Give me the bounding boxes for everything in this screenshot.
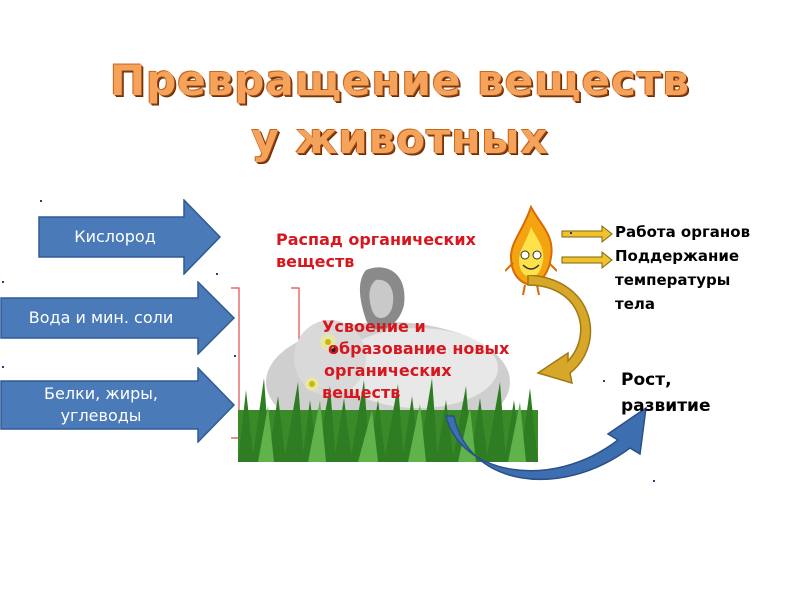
rabbit-ear-inner xyxy=(369,279,394,319)
assimilation-text-line-2: образование новых xyxy=(328,339,510,358)
flower-2-center xyxy=(309,381,315,387)
rabbit-illustration xyxy=(238,267,538,462)
growth-output: Рост, развитие xyxy=(621,367,710,419)
energy-arrow-2 xyxy=(561,250,613,270)
growth-line-2: развитие xyxy=(621,396,711,416)
title-line-1: Превращение веществ xyxy=(110,56,690,105)
flower-1-center xyxy=(325,339,331,345)
water-label: Вода и мин. соли xyxy=(28,308,174,327)
flame-mouth xyxy=(522,264,540,270)
gold-curved-arrow xyxy=(527,275,592,385)
breakdown-text: Распад органических веществ xyxy=(276,229,476,273)
assimilation-text: Усвоение и образование новых органически… xyxy=(322,316,509,404)
flame-inner xyxy=(519,227,544,277)
assimilation-text-line-3: органических xyxy=(324,361,452,380)
blue-curved-arrow-shape xyxy=(445,406,647,480)
flame-eye-left xyxy=(520,250,530,260)
nutrients-label-line-1: Белки, жиры, xyxy=(44,384,158,403)
dot-5 xyxy=(234,355,236,357)
energy-outputs: Работа органов Поддержание температуры т… xyxy=(615,220,750,316)
flame-arms xyxy=(505,262,557,272)
oxygen-arrow: Кислород xyxy=(38,199,222,275)
dot-4 xyxy=(216,273,218,275)
assimilation-text-line-4: веществ xyxy=(322,383,401,402)
oxygen-label: Кислород xyxy=(74,227,156,246)
gold-curved-arrow-shape xyxy=(527,275,592,385)
dot-7 xyxy=(603,380,605,382)
energy-arrows xyxy=(561,224,613,270)
flame-legs xyxy=(522,284,540,296)
output-temperature: температуры xyxy=(615,271,731,289)
dot-3 xyxy=(2,366,4,368)
energy-arrow-1 xyxy=(561,224,613,244)
oxygen-arrow-shape xyxy=(38,199,222,275)
nutrients-arrow: Белки, жиры, углеводы xyxy=(0,367,236,443)
growth-line-1: Рост, xyxy=(621,370,672,390)
water-arrow-shape xyxy=(0,281,236,355)
assimilation-text-line-1: Усвоение и xyxy=(322,317,426,336)
grass-highlights xyxy=(258,400,526,462)
dot-6 xyxy=(653,480,655,482)
title-line-2: у животных xyxy=(251,114,549,163)
flame-eye-right xyxy=(532,250,542,260)
output-organs: Работа органов xyxy=(615,223,751,241)
output-support: Поддержание xyxy=(615,247,740,265)
blue-curved-arrow xyxy=(445,406,647,480)
nutrients-label-line-2: углеводы xyxy=(60,406,142,425)
left-bracket xyxy=(231,287,240,439)
rabbit-body-highlight xyxy=(338,328,498,408)
output-body: тела xyxy=(615,295,655,313)
breakdown-text-line-2: веществ xyxy=(276,252,355,271)
dot-1 xyxy=(40,200,42,202)
breakdown-text-line-1: Распад органических xyxy=(276,230,476,249)
nutrients-label: Белки, жиры, углеводы xyxy=(44,383,158,427)
nutrients-arrow-shape xyxy=(0,367,236,443)
water-arrow: Вода и мин. соли xyxy=(0,281,236,355)
dot-8 xyxy=(570,232,572,234)
dot-2 xyxy=(2,281,4,283)
